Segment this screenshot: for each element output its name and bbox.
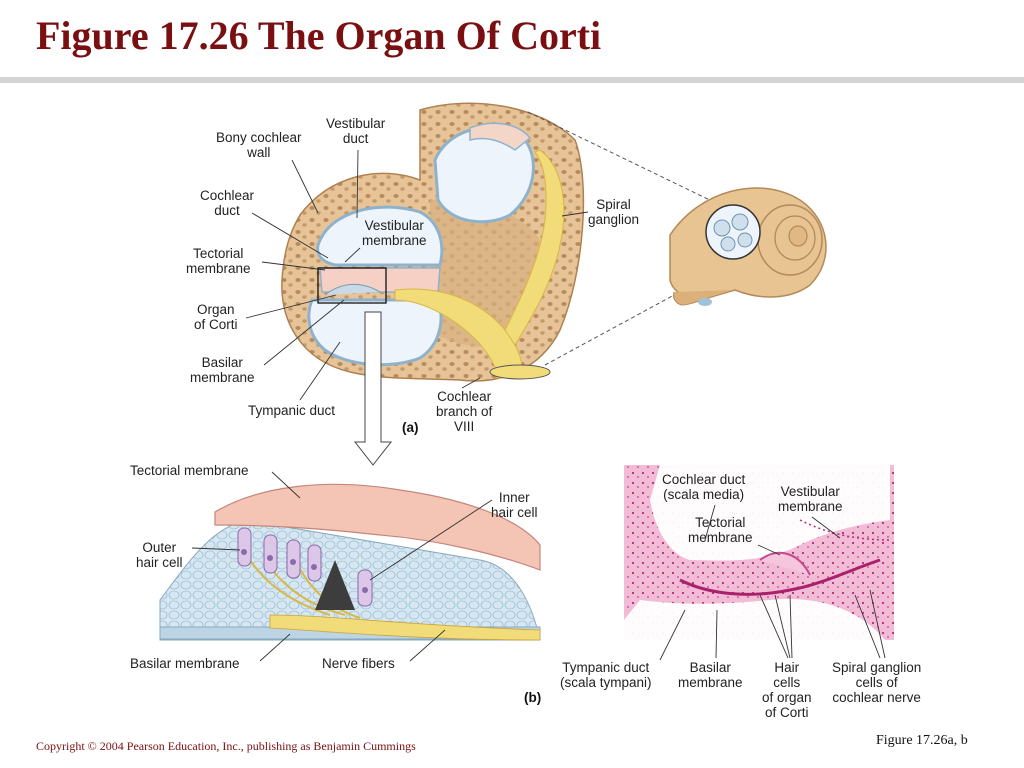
figure-reference: Figure 17.26a, b [876,733,968,748]
label-micro-basilar-membrane: Basilar membrane [678,660,743,690]
copyright-notice: Copyright © 2004 Pearson Education, Inc.… [36,739,416,753]
label-bony-cochlear-wall: Bony cochlear wall [216,130,302,160]
label-tympanic-duct-a: Tympanic duct [248,403,336,418]
micrograph-lumen-upper [650,465,890,561]
label-tectorial-membrane-a: Tectorial membrane [186,246,251,276]
histology-micrograph [624,465,894,661]
panel-b-leaders [191,471,493,662]
label-vestibular-duct: Vestibular duct [326,116,386,146]
label-organ-of-corti: Organ of Corti [194,302,238,332]
label-basilar-membrane-a: Basilar membrane [190,355,255,385]
outer-hair-cells [237,527,322,582]
nerve-fibers-bundle [269,614,541,641]
panel-a-leaders [245,149,589,401]
zoom-line-top [527,111,721,206]
label-cochlear-branch: Cochlear branch of VIII [436,389,493,434]
micrograph-leaders [659,504,886,661]
label-cochlear-duct: Cochlear duct [200,188,255,218]
organ-of-corti-detail [159,471,541,662]
zoom-arrow [353,311,393,466]
label-spiral-ganglion: Spiral ganglion [588,197,640,227]
title-divider [0,77,1024,83]
whole-cochlea [669,187,827,306]
label-micro-cochlear-duct: Cochlear duct (scala media) [662,472,746,502]
label-micro-tectorial-membrane: Tectorial membrane [688,515,753,545]
upper-turn-lumen [469,122,532,151]
label-outer-hair-cell: Outer hair cell [136,540,183,570]
cochlea-cross-section [281,102,585,382]
label-nerve-fibers: Nerve fibers [322,656,395,671]
label-micro-spiral-ganglion: Spiral ganglion cells of cochlear nerve [832,660,922,705]
cochlea-window-circle [705,204,761,260]
label-inner-hair-cell: Inner hair cell [491,490,538,520]
label-vestibular-membrane: Vestibular membrane [362,218,427,248]
label-micro-hair-cells: Hair cells of organ of Corti [762,660,812,720]
label-basilar-membrane-b: Basilar membrane [130,656,240,671]
page-title: Figure 17.26 The Organ Of Corti [36,13,602,58]
organ-of-corti-box [317,267,387,304]
spiral-ganglion [504,149,565,346]
label-tectorial-membrane-b: Tectorial membrane [130,463,249,478]
panel-b-tag: (b) [524,690,542,705]
micrograph-lumen-lower [624,599,885,640]
label-micro-tympanic-duct: Tympanic duct (scala tympani) [560,660,652,690]
vestibular-duct [316,205,444,267]
zoom-line-bottom [544,261,736,366]
panel-a-tag: (a) [402,420,419,435]
label-micro-vestibular-membrane: Vestibular membrane [778,484,843,514]
tectorial-membrane-shape [214,483,541,571]
inner-hair-cell [357,569,373,607]
